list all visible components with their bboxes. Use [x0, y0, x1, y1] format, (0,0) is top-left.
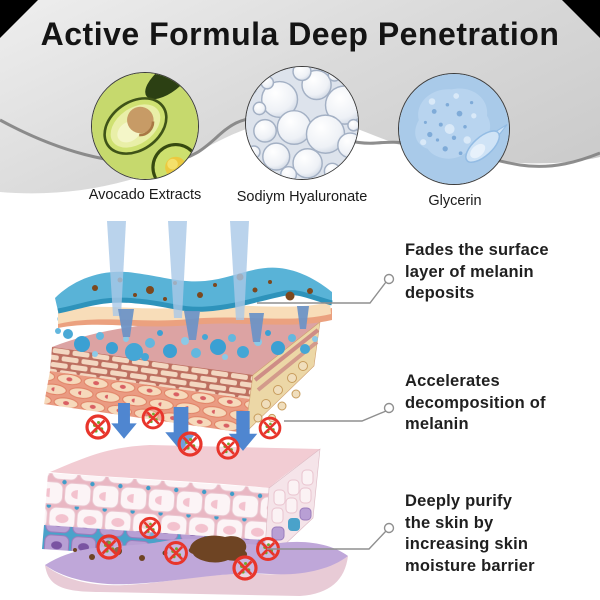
ingredient-label-avocado: Avocado Extracts [88, 187, 202, 203]
hyaluronate-image [245, 66, 359, 180]
ingredient-label-sodium: Sodiym Hyaluronate [236, 189, 368, 205]
avocado-half [103, 97, 168, 155]
page-title: Active Formula Deep Penetration [40, 16, 560, 52]
hyaluronate-bubbles [55, 310, 318, 361]
dropper-icon [465, 124, 508, 163]
basal-layer-slab [50, 445, 320, 488]
melanin-spots [92, 273, 313, 301]
basal-layer-front [42, 448, 321, 565]
avocado-image [91, 72, 199, 180]
ingredient-label-glycerin: Glycerin [428, 193, 482, 209]
avocado-leaf [145, 73, 192, 100]
beam-connectors [118, 306, 309, 342]
epidermis-layer [55, 267, 333, 328]
avocado-icon [92, 73, 198, 179]
annotation-surface-melanin: Fades the surface layer of melanin depos… [405, 241, 549, 302]
penetration-arrows [111, 403, 258, 452]
melanocyte-slab [45, 516, 348, 596]
glycerin-image [398, 73, 510, 185]
melanin-deposit-blob [188, 535, 248, 563]
light-beams [107, 221, 249, 320]
stratum-corneum-slab [44, 310, 321, 434]
melanin-blocked-marks-bottom [96, 516, 280, 581]
bubbles-icon [246, 67, 358, 179]
melanin-dots-bottom [73, 540, 168, 561]
leader-lines [257, 273, 395, 550]
melanin-blocked-marks-mid [85, 406, 282, 460]
annotation-decomposition: Accelerates decomposition of melanin [405, 372, 546, 433]
annotation-moisture-barrier: Deeply purify the skin by increasing ski… [405, 492, 535, 575]
gel-drops-icon [399, 74, 509, 184]
